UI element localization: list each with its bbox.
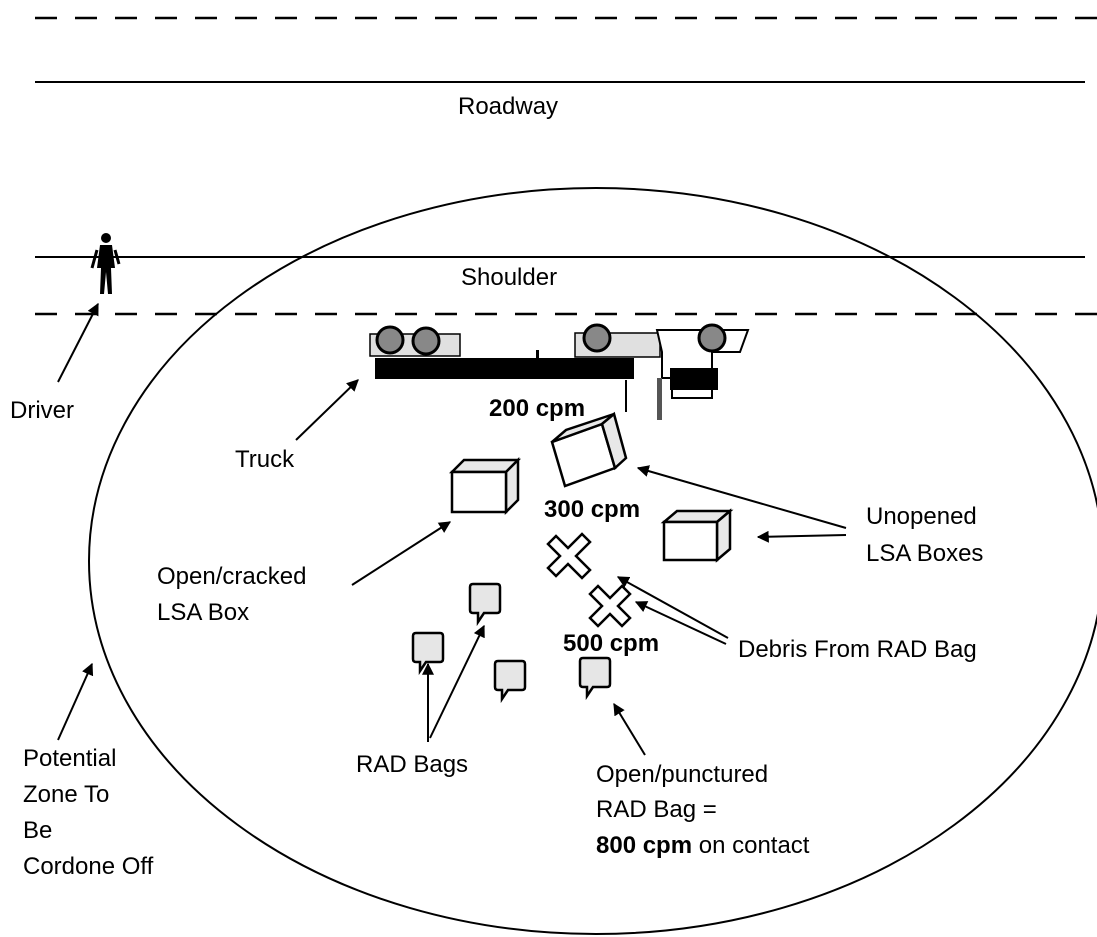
zone-label-line4: Cordone Off: [23, 853, 154, 880]
driver-label: Driver: [10, 397, 74, 424]
bag-icon: [411, 631, 445, 676]
roadway-label: Roadway: [458, 93, 558, 120]
debris-label: Debris From RAD Bag: [738, 636, 977, 663]
truck-label: Truck: [235, 446, 295, 473]
arrow-icon: [636, 465, 847, 529]
arrow-icon: [429, 624, 485, 739]
zone-label-line2: Zone To: [23, 781, 109, 808]
arrow-icon: [756, 530, 847, 543]
debris-x-icon: [546, 532, 592, 580]
arrow-icon: [57, 302, 99, 383]
person-icon: [90, 233, 121, 294]
arrow-icon: [351, 521, 452, 586]
reading-200-cpm: 200 cpm: [489, 395, 585, 422]
arrow-icon: [57, 662, 94, 741]
box-icon: [550, 411, 628, 488]
bag-icon: [578, 656, 612, 701]
reading-500-cpm: 500 cpm: [563, 630, 659, 657]
debris-x-icon: [588, 584, 632, 628]
arrow-icon: [295, 379, 359, 441]
box-icon: [448, 456, 522, 516]
bag-icon: [493, 659, 527, 704]
unopened-boxes-label-line2: LSA Boxes: [866, 540, 983, 567]
shoulder-label: Shoulder: [461, 264, 557, 291]
open-box-label-line2: LSA Box: [157, 599, 249, 626]
punctured-bag-reading: 800 cpm: [596, 832, 692, 859]
arrow-icon: [634, 601, 727, 645]
cordon-zone-ellipse: [88, 187, 1097, 935]
punctured-bag-label-line3: 800 cpm on contact: [596, 832, 810, 859]
zone-label-line3: Be: [23, 817, 52, 844]
punctured-bag-contact-text: on contact: [692, 832, 810, 859]
open-box-label-line1: Open/cracked: [157, 563, 306, 590]
box-icon: [660, 508, 734, 563]
zone-label-line1: Potential: [23, 745, 116, 772]
reading-300-cpm: 300 cpm: [544, 496, 640, 523]
rad-bags-label: RAD Bags: [356, 751, 468, 778]
bag-icon: [468, 582, 502, 627]
punctured-bag-label-line2: RAD Bag =: [596, 796, 717, 823]
unopened-boxes-label-line1: Unopened: [866, 503, 977, 530]
truck-icon: [369, 323, 750, 420]
arrow-icon: [616, 576, 729, 639]
punctured-bag-label-line1: Open/punctured: [596, 761, 768, 788]
arrow-icon: [613, 702, 646, 756]
